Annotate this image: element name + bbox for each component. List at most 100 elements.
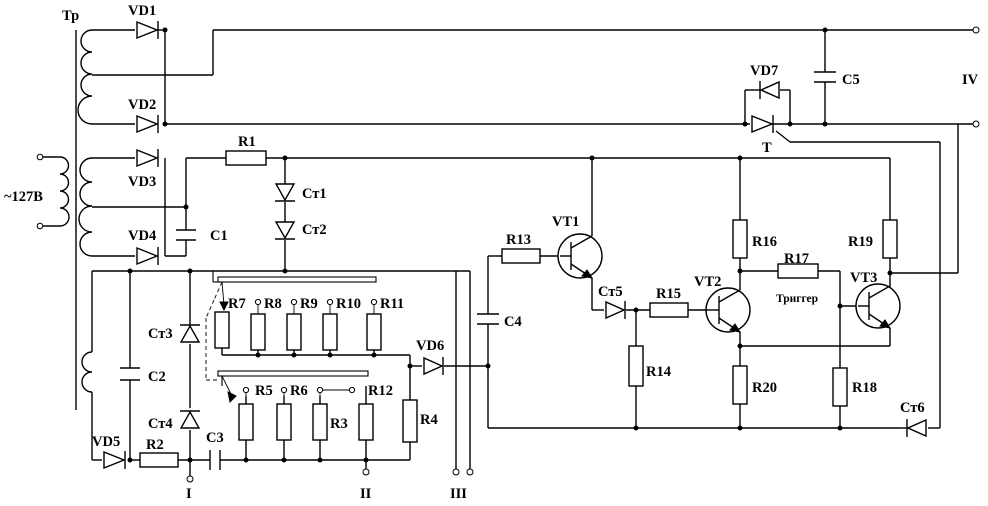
mains-label: ~127В bbox=[4, 189, 43, 205]
label-c5: C5 bbox=[842, 72, 860, 88]
label-out4: IV bbox=[962, 72, 979, 88]
zener-st6 bbox=[900, 418, 927, 438]
resistor-r14 bbox=[628, 345, 644, 387]
label-r16: R16 bbox=[752, 234, 777, 250]
label-c3: C3 bbox=[206, 430, 224, 446]
resistor-r1 bbox=[225, 150, 267, 166]
label-st6: Ст6 bbox=[900, 400, 925, 416]
label-vd6: VD6 bbox=[416, 338, 444, 354]
resistor-r10 bbox=[322, 313, 338, 351]
label-r10: R10 bbox=[336, 296, 361, 312]
thyristor-t bbox=[751, 114, 795, 134]
capacitor-c3 bbox=[209, 450, 221, 470]
label-thyristor: Т bbox=[762, 140, 772, 156]
label-r4: R4 bbox=[420, 412, 438, 428]
label-c1: C1 bbox=[210, 228, 228, 244]
switch-bar-lower bbox=[217, 370, 369, 404]
mains-terminal-top bbox=[36, 153, 44, 161]
switch-bar-upper bbox=[205, 276, 377, 381]
resistor-r13 bbox=[501, 248, 541, 264]
label-r5: R5 bbox=[255, 383, 273, 399]
resistor-r6 bbox=[276, 403, 292, 441]
tap-terminals bbox=[242, 298, 378, 404]
terminal-ii bbox=[362, 468, 370, 476]
diode-vd3 bbox=[136, 148, 159, 168]
transistor-vt2 bbox=[705, 287, 751, 333]
wires bbox=[91, 29, 974, 478]
terminal-iii-a bbox=[452, 468, 460, 476]
label-st2: Ст2 bbox=[302, 222, 327, 238]
label-c2: C2 bbox=[148, 369, 166, 385]
label-vt3: VT3 bbox=[850, 270, 877, 286]
transformer-label: Тр bbox=[62, 8, 79, 24]
terminal-iv-top bbox=[972, 26, 980, 34]
resistor-r18 bbox=[832, 367, 848, 407]
capacitor-c4 bbox=[477, 313, 499, 325]
label-c4: C4 bbox=[504, 314, 522, 330]
resistor-r9 bbox=[286, 313, 302, 351]
label-r2: R2 bbox=[146, 437, 164, 453]
resistor-r3 bbox=[312, 403, 328, 441]
label-r18: R18 bbox=[852, 380, 877, 396]
resistor-r19 bbox=[882, 219, 898, 259]
junction-dots bbox=[127, 27, 893, 463]
diode-vd4 bbox=[136, 246, 159, 266]
label-r9: R9 bbox=[300, 296, 318, 312]
capacitor-c2 bbox=[120, 367, 140, 381]
zener-st4 bbox=[179, 410, 201, 429]
zener-st5 bbox=[605, 300, 626, 320]
label-r14: R14 bbox=[646, 364, 671, 380]
resistor-r12 bbox=[358, 403, 374, 441]
terminal-iv-bottom bbox=[972, 120, 980, 128]
transistor-vt1 bbox=[557, 233, 603, 279]
resistor-r5 bbox=[238, 403, 254, 441]
zener-st3 bbox=[179, 314, 201, 343]
terminal-i bbox=[186, 475, 194, 483]
label-st4: Ст4 bbox=[148, 416, 173, 432]
label-r8: R8 bbox=[264, 296, 282, 312]
resistor-r17 bbox=[777, 263, 819, 279]
diode-vd2 bbox=[136, 114, 159, 134]
label-trigger: Триггер bbox=[776, 293, 818, 305]
label-r17: R17 bbox=[784, 251, 809, 267]
label-vd1: VD1 bbox=[128, 3, 156, 19]
label-r15: R15 bbox=[656, 286, 681, 302]
label-st1: Ст1 bbox=[302, 186, 327, 202]
diode-vd6 bbox=[423, 356, 444, 376]
resistor-r20 bbox=[732, 365, 748, 405]
mains-terminal-bottom bbox=[36, 222, 44, 230]
resistor-r15 bbox=[649, 302, 689, 318]
label-out1: I bbox=[186, 486, 192, 502]
label-r7: R7 bbox=[228, 296, 246, 312]
label-vd4: VD4 bbox=[128, 228, 156, 244]
label-vd2: VD2 bbox=[128, 97, 156, 113]
zener-st2 bbox=[274, 221, 296, 240]
label-st5: Ст5 bbox=[598, 284, 623, 300]
label-r11: R11 bbox=[380, 296, 404, 312]
label-r1: R1 bbox=[238, 134, 256, 150]
label-vt1: VT1 bbox=[552, 214, 579, 230]
terminal-iii-b bbox=[466, 468, 474, 476]
label-out3: III bbox=[450, 486, 467, 502]
label-vd7: VD7 bbox=[750, 63, 778, 79]
capacitor-c1 bbox=[176, 229, 196, 241]
resistor-r16 bbox=[732, 219, 748, 259]
resistor-r11 bbox=[366, 313, 382, 351]
label-r3: R3 bbox=[330, 416, 348, 432]
label-out2: II bbox=[360, 486, 372, 502]
label-r20: R20 bbox=[752, 380, 777, 396]
label-r19: R19 bbox=[848, 234, 873, 250]
resistor-r2 bbox=[139, 452, 179, 468]
label-st3: Ст3 bbox=[148, 326, 173, 342]
capacitor-c5 bbox=[814, 71, 836, 83]
diode-vd1 bbox=[136, 20, 165, 40]
transistor-vt3 bbox=[855, 283, 901, 329]
resistor-r4 bbox=[402, 399, 418, 443]
zener-st1 bbox=[274, 183, 296, 202]
diode-vd7 bbox=[759, 80, 780, 100]
label-vd3: VD3 bbox=[128, 174, 156, 190]
label-r6: R6 bbox=[290, 383, 308, 399]
label-vd5: VD5 bbox=[92, 434, 120, 450]
label-r12: R12 bbox=[368, 383, 393, 399]
